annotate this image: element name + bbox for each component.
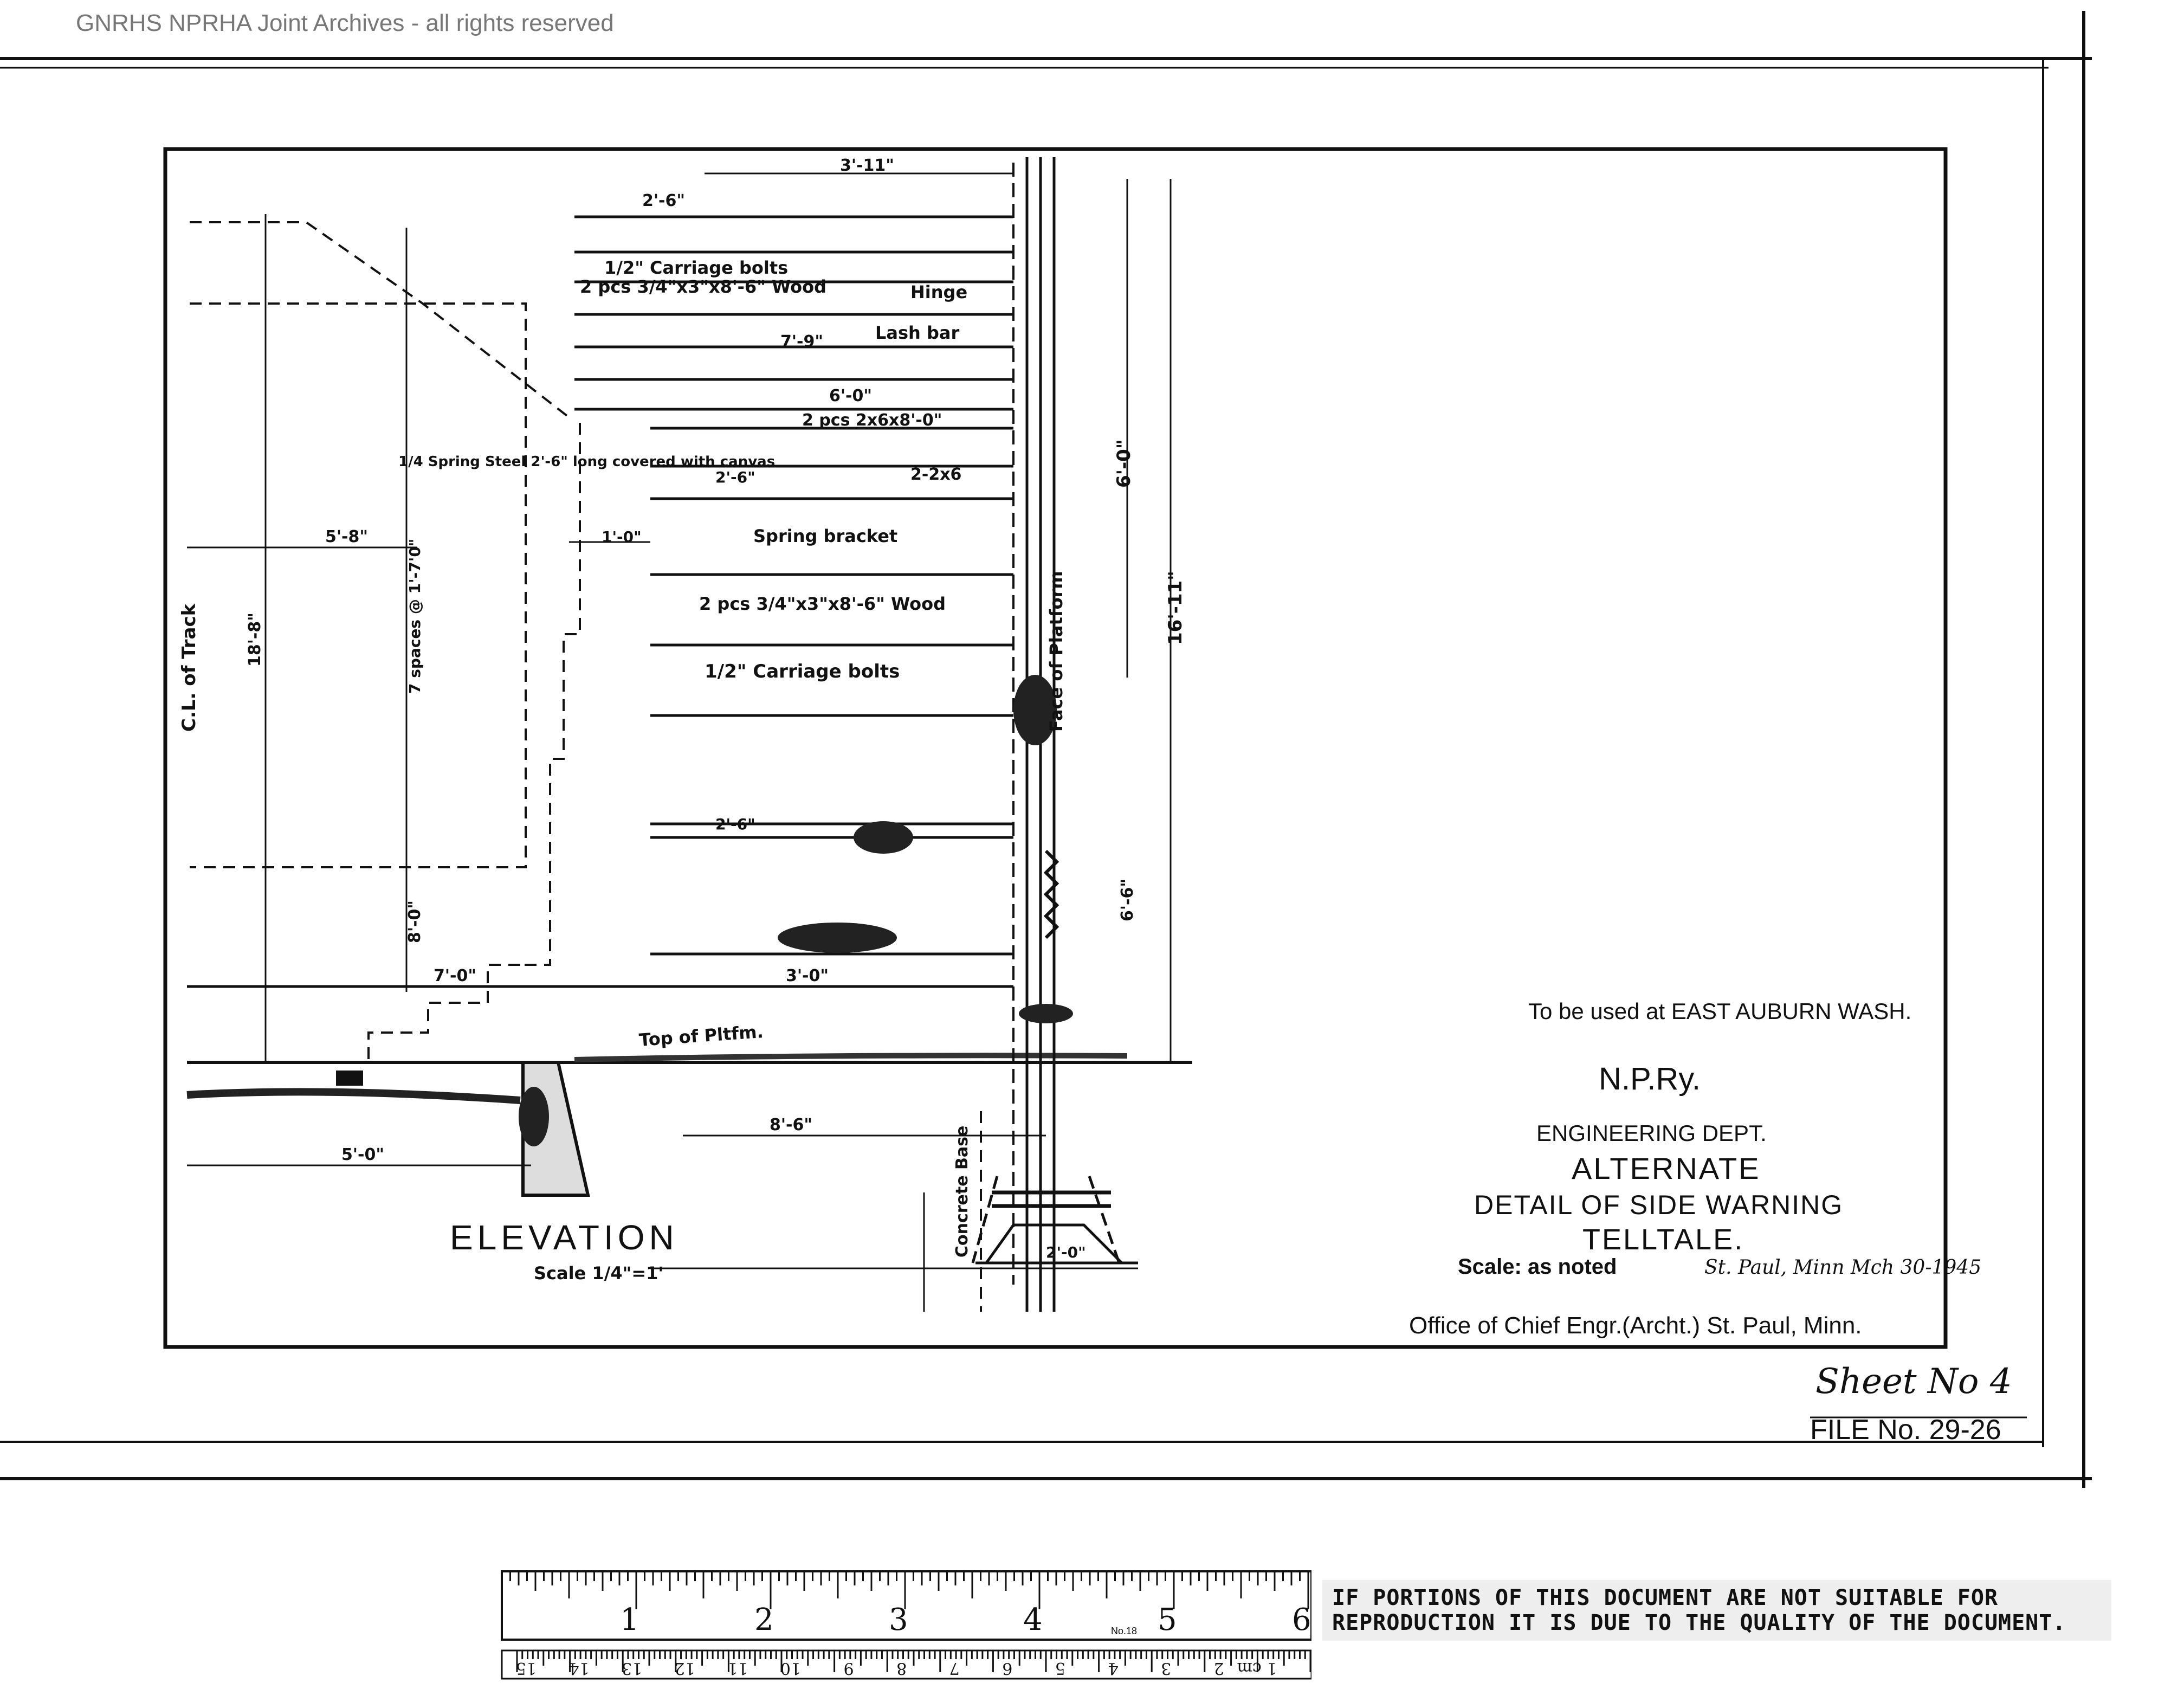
dim-1-0: 1'-0" [602, 528, 642, 546]
label-wood-top: 2 pcs 3/4"x3"x8'-6" Wood [580, 276, 826, 297]
clearance-outline [190, 221, 982, 1312]
dim-18-8: 18'-8" [245, 612, 264, 667]
title-line-3: TELLTALE. [1582, 1223, 1744, 1256]
sheet-number: Sheet No 4 [1815, 1362, 2012, 1402]
dim-16-11: 16'-11" [1165, 571, 1186, 645]
ruler-model: No.18 [1111, 1626, 1137, 1636]
dim-6-0-horiz: 6'-0" [829, 386, 872, 405]
title-line-1: ALTERNATE [1572, 1151, 1761, 1185]
cm-label: 10 [780, 1659, 801, 1678]
cm-label: 7 [949, 1659, 960, 1678]
inch-label: 3 [889, 1602, 908, 1637]
cm-label: 13 [622, 1659, 642, 1678]
view-title: ELEVATION [450, 1218, 679, 1257]
inch-label: 4 [1023, 1602, 1043, 1637]
cm-label: 15 [516, 1659, 537, 1678]
inch-label: 6 [1292, 1602, 1311, 1637]
label-face-of-platform: Face of Platform [1046, 571, 1067, 732]
cm-label: 6 [1002, 1659, 1012, 1678]
cm-label: 9 [844, 1659, 854, 1678]
view-scale: Scale 1/4"=1' [534, 1263, 663, 1284]
cm-label: 8 [896, 1659, 907, 1678]
cm-label: 4 [1108, 1659, 1119, 1678]
label-spring-steel: 1/4 Spring Steel 2'-6" long covered with… [398, 454, 775, 470]
scale-note: Scale: as noted [1458, 1255, 1617, 1279]
dim-6-6: 6'-6" [1118, 879, 1137, 921]
cm-label: 14 [568, 1659, 589, 1678]
label-two-pcs-top: 2 pcs 2x6x8'-0" [802, 411, 942, 430]
dim-5-0: 5'-0" [341, 1145, 384, 1164]
label-top-of-pltfm: Top of Pltfm. [638, 1021, 764, 1050]
inch-ticks [501, 1571, 1309, 1609]
inch-label: 1 [620, 1602, 639, 1637]
department: ENGINEERING DEPT. [1536, 1120, 1767, 1146]
railway-name: N.P.Ry. [1599, 1061, 1701, 1097]
inch-label: 2 [754, 1602, 774, 1637]
telltale-post [971, 157, 1138, 1312]
label-carriage-bolts-mid: 1/2" Carriage bolts [705, 661, 900, 682]
dim-2-6-top: 2'-6" [642, 191, 685, 210]
dim-7-0: 7'-0" [434, 966, 476, 985]
dim-2-6-low: 2'-6" [715, 815, 755, 833]
cm-label: 12 [675, 1659, 695, 1678]
inch-labels: 1 2 3 4 5 6 [620, 1602, 1311, 1637]
dim-6-0-vert: 6'-0" [1113, 439, 1135, 488]
cm-label: 2 [1214, 1659, 1224, 1678]
label-concrete-base: Concrete Base [953, 1126, 972, 1258]
archive-watermark: GNRHS NPRHA Joint Archives - all rights … [76, 10, 614, 36]
upper-telltale-bars [574, 215, 1013, 411]
dimension-lines [187, 172, 1172, 1312]
dim-2-0: 2'-0" [1046, 1243, 1086, 1261]
cm-labels: 1 cm 2 3 4 5 6 7 8 9 10 11 12 13 14 15 [516, 1659, 1277, 1678]
dim-2-6-mid: 2'-6" [715, 468, 755, 486]
label-spring-bracket: Spring bracket [753, 526, 897, 546]
label-hinge: Hinge [910, 282, 967, 302]
office: Office of Chief Engr.(Archt.) St. Paul, … [1409, 1312, 1862, 1339]
label-lash-bar: Lash bar [875, 323, 959, 343]
cm-label: 3 [1161, 1659, 1171, 1678]
cm-label: 11 [727, 1659, 748, 1678]
dim-8-6: 8'-6" [770, 1115, 812, 1134]
inch-label: 5 [1158, 1602, 1177, 1637]
label-carriage-bolts-top: 1/2" Carriage bolts [604, 257, 788, 278]
cm-label: 1 cm [1237, 1659, 1277, 1678]
scan-blots [519, 675, 1073, 1146]
lower-telltale-bars [187, 427, 1013, 988]
view-title-block: ELEVATION Scale 1/4"=1' [450, 1218, 679, 1284]
label-track-cl: C.L. of Track [178, 603, 200, 732]
reproduction-notice: IF PORTIONS OF THIS DOCUMENT ARE NOT SUI… [1322, 1580, 2111, 1641]
dim-5-8: 5'-8" [325, 527, 368, 546]
dimension-labels: 3'-11" 2'-6" 7'-9" 6'-0" 2'-6" 5'-8" 1'-… [245, 156, 1186, 1261]
ground-and-platform [186, 1053, 1192, 1197]
dim-8-0: 8'-0" [405, 900, 424, 943]
title-line-2: DETAIL OF SIDE WARNING [1474, 1190, 1843, 1220]
label-wood-mid: 2 pcs 3/4"x3"x8'-6" Wood [699, 594, 946, 614]
place-and-date: St. Paul, Minn Mch 30-1945 [1704, 1256, 1981, 1279]
dim-3-11: 3'-11" [840, 156, 894, 175]
annotations: 1/2" Carriage bolts 2 pcs 3/4"x3"x8'-6" … [178, 257, 1067, 1258]
dim-3-0: 3'-0" [786, 966, 829, 985]
sheet-borders [0, 11, 2092, 1488]
file-number: FILE No. 29-26 [1810, 1414, 2001, 1446]
cm-ticks [516, 1650, 1311, 1672]
label-2x6: 2-2x6 [910, 465, 961, 484]
dim-7-spaces: 7 spaces @ 1'-7'0" [406, 539, 424, 694]
cm-label: 5 [1055, 1659, 1065, 1678]
usage-note: To be used at EAST AUBURN WASH. [1528, 998, 1911, 1024]
dim-7-9: 7'-9" [780, 332, 823, 351]
title-block: To be used at EAST AUBURN WASH. N.P.Ry. … [1409, 998, 2027, 1446]
